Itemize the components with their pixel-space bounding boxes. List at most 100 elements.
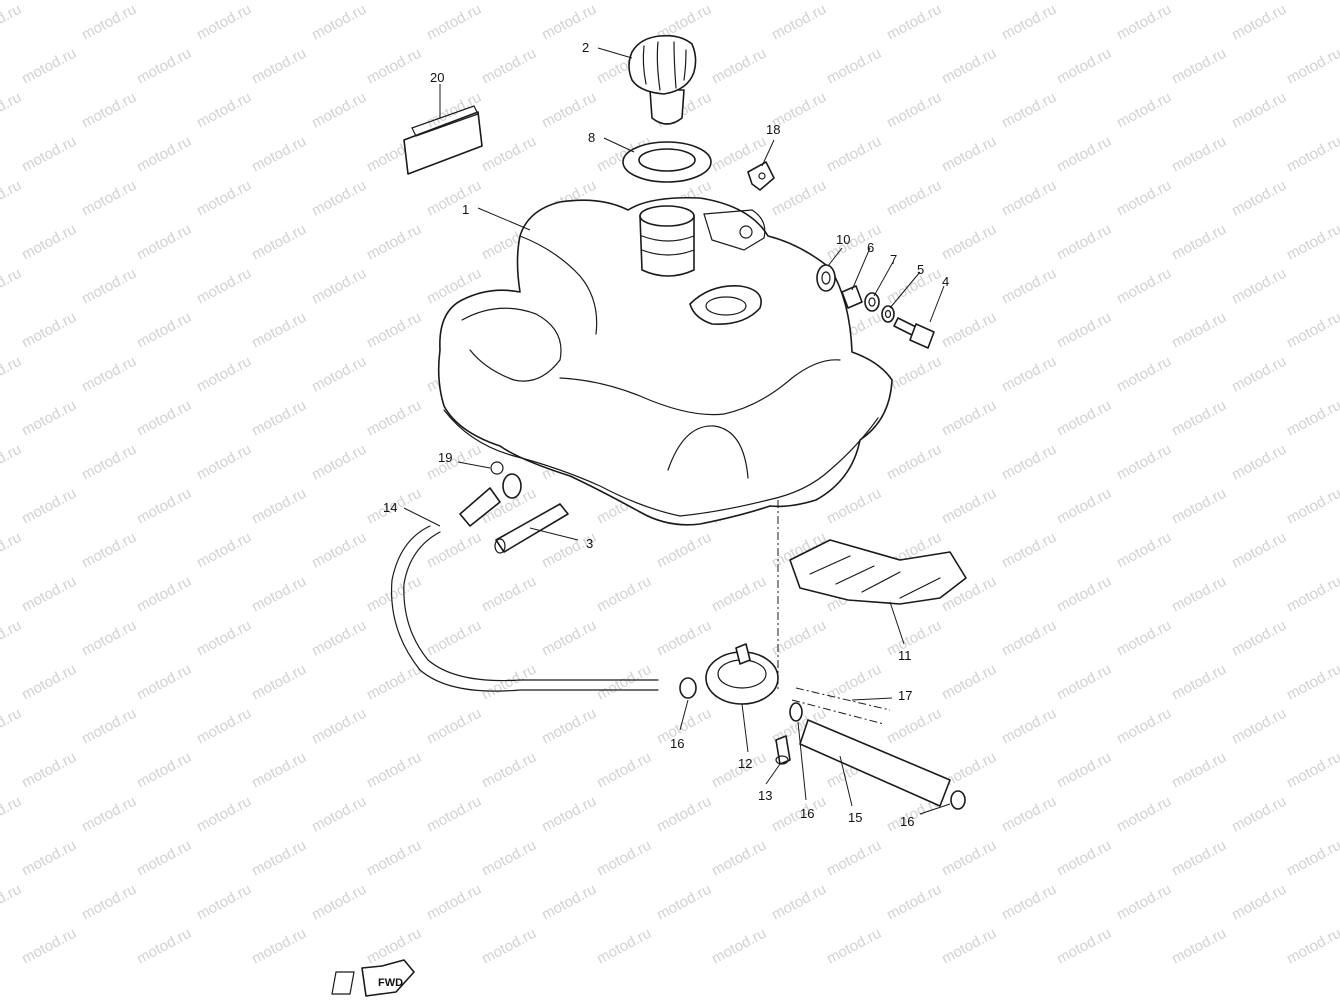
part-1-fuel-tank — [437, 196, 893, 526]
watermark-text-24: motod.ru — [0, 89, 24, 132]
watermark-text-83: motod.ru — [1229, 265, 1289, 308]
watermark-text-10: motod.ru — [1114, 1, 1174, 44]
watermark-text-140: motod.ru — [939, 485, 999, 528]
watermark-text-43: motod.ru — [824, 133, 884, 176]
watermark-text-157: motod.ru — [134, 573, 194, 616]
watermark-text-169: motod.ru — [79, 617, 139, 660]
watermark-text-110: motod.ru — [249, 397, 309, 440]
watermark-text-105: motod.ru — [999, 353, 1059, 396]
watermark-text-21: motod.ru — [1054, 45, 1114, 88]
watermark-text-167: motod.ru — [1284, 573, 1340, 616]
watermark-text-35: motod.ru — [1229, 89, 1289, 132]
part-10-damper — [816, 264, 836, 292]
watermark-text-121: motod.ru — [79, 441, 139, 484]
watermark-text-36: motod.ru — [19, 133, 79, 176]
watermark-text-262: motod.ru — [1169, 925, 1229, 968]
watermark-text-70: motod.ru — [1169, 221, 1229, 264]
watermark-text-34: motod.ru — [1114, 89, 1174, 132]
watermark-text-215: motod.ru — [1284, 749, 1340, 792]
part-19-clamp — [490, 461, 522, 499]
part-14-breather-hose — [390, 487, 659, 692]
watermark-text-45: motod.ru — [1054, 133, 1114, 176]
watermark-text-168: motod.ru — [0, 617, 24, 660]
watermark-text-18: motod.ru — [709, 45, 769, 88]
watermark-text-29: motod.ru — [539, 89, 599, 132]
watermark-text-237: motod.ru — [1054, 837, 1114, 880]
watermark-text-93: motod.ru — [1054, 309, 1114, 352]
watermark-text-236: motod.ru — [939, 837, 999, 880]
watermark-text-96: motod.ru — [0, 353, 24, 396]
fwd-label: FWD — [378, 977, 403, 989]
watermark-text-196: motod.ru — [424, 705, 484, 748]
watermark-text-55: motod.ru — [769, 177, 829, 220]
watermark-text-63: motod.ru — [364, 221, 424, 264]
watermark-text-243: motod.ru — [309, 881, 369, 924]
watermark-text-85: motod.ru — [134, 309, 194, 352]
watermark-text-94: motod.ru — [1169, 309, 1229, 352]
part-13-screw — [775, 735, 791, 765]
watermark-text-185: motod.ru — [594, 661, 654, 704]
watermark-text-154: motod.ru — [1114, 529, 1174, 572]
watermark-text-194: motod.ru — [194, 705, 254, 748]
watermark-text-222: motod.ru — [654, 793, 714, 836]
watermark-text-80: motod.ru — [884, 265, 944, 308]
watermark-text-145: motod.ru — [79, 529, 139, 572]
watermark-text-71: motod.ru — [1284, 221, 1340, 264]
watermark-text-256: motod.ru — [479, 925, 539, 968]
callout-4: 4 — [942, 274, 949, 289]
watermark-text-13: motod.ru — [134, 45, 194, 88]
watermark-text-0: motod.ru — [0, 1, 24, 44]
watermark-text-98: motod.ru — [194, 353, 254, 396]
watermark-text-213: motod.ru — [1054, 749, 1114, 792]
watermark-text-203: motod.ru — [1229, 705, 1289, 748]
watermark-text-117: motod.ru — [1054, 397, 1114, 440]
watermark-text-250: motod.ru — [1114, 881, 1174, 924]
callout-8: 8 — [588, 130, 595, 145]
watermark-text-206: motod.ru — [249, 749, 309, 792]
watermark-text-3: motod.ru — [309, 1, 369, 44]
watermark-text-247: motod.ru — [769, 881, 829, 924]
watermark-text-217: motod.ru — [79, 793, 139, 836]
callout-5: 5 — [917, 262, 924, 277]
watermark-text-99: motod.ru — [309, 353, 369, 396]
watermark-text-46: motod.ru — [1169, 133, 1229, 176]
watermark-text-263: motod.ru — [1284, 925, 1340, 968]
watermark-text-190: motod.ru — [1169, 661, 1229, 704]
part-16-clip-c — [950, 790, 966, 810]
watermark-text-147: motod.ru — [309, 529, 369, 572]
part-5-washer — [881, 305, 895, 323]
watermark-text-208: motod.ru — [479, 749, 539, 792]
watermark-text-68: motod.ru — [939, 221, 999, 264]
watermark-text-108: motod.ru — [19, 397, 79, 440]
watermark-text-219: motod.ru — [309, 793, 369, 836]
watermark-text-246: motod.ru — [654, 881, 714, 924]
watermark-text-234: motod.ru — [709, 837, 769, 880]
watermark-text-57: motod.ru — [999, 177, 1059, 220]
watermark-text-255: motod.ru — [364, 925, 424, 968]
callout-17: 17 — [898, 688, 912, 703]
watermark-text-73: motod.ru — [79, 265, 139, 308]
watermark-text-161: motod.ru — [594, 573, 654, 616]
part-11-cushion — [789, 539, 967, 605]
watermark-text-192: motod.ru — [0, 705, 24, 748]
callout-3: 3 — [586, 536, 593, 551]
part-16-clip-a — [679, 677, 697, 699]
watermark-text-166: motod.ru — [1169, 573, 1229, 616]
part-12-fuel-cock — [705, 643, 779, 705]
callout-16a: 16 — [670, 736, 684, 751]
watermark-text-5: motod.ru — [539, 1, 599, 44]
watermark-text-193: motod.ru — [79, 705, 139, 748]
watermark-text-218: motod.ru — [194, 793, 254, 836]
watermark-text-181: motod.ru — [134, 661, 194, 704]
watermark-text-116: motod.ru — [939, 397, 999, 440]
watermark-text-33: motod.ru — [999, 89, 1059, 132]
watermark-text-69: motod.ru — [1054, 221, 1114, 264]
watermark-text-123: motod.ru — [309, 441, 369, 484]
watermark-text-200: motod.ru — [884, 705, 944, 748]
watermark-text-119: motod.ru — [1284, 397, 1340, 440]
watermark-text-81: motod.ru — [999, 265, 1059, 308]
watermark-text-97: motod.ru — [79, 353, 139, 396]
watermark-text-216: motod.ru — [0, 793, 24, 836]
watermark-text-49: motod.ru — [79, 177, 139, 220]
